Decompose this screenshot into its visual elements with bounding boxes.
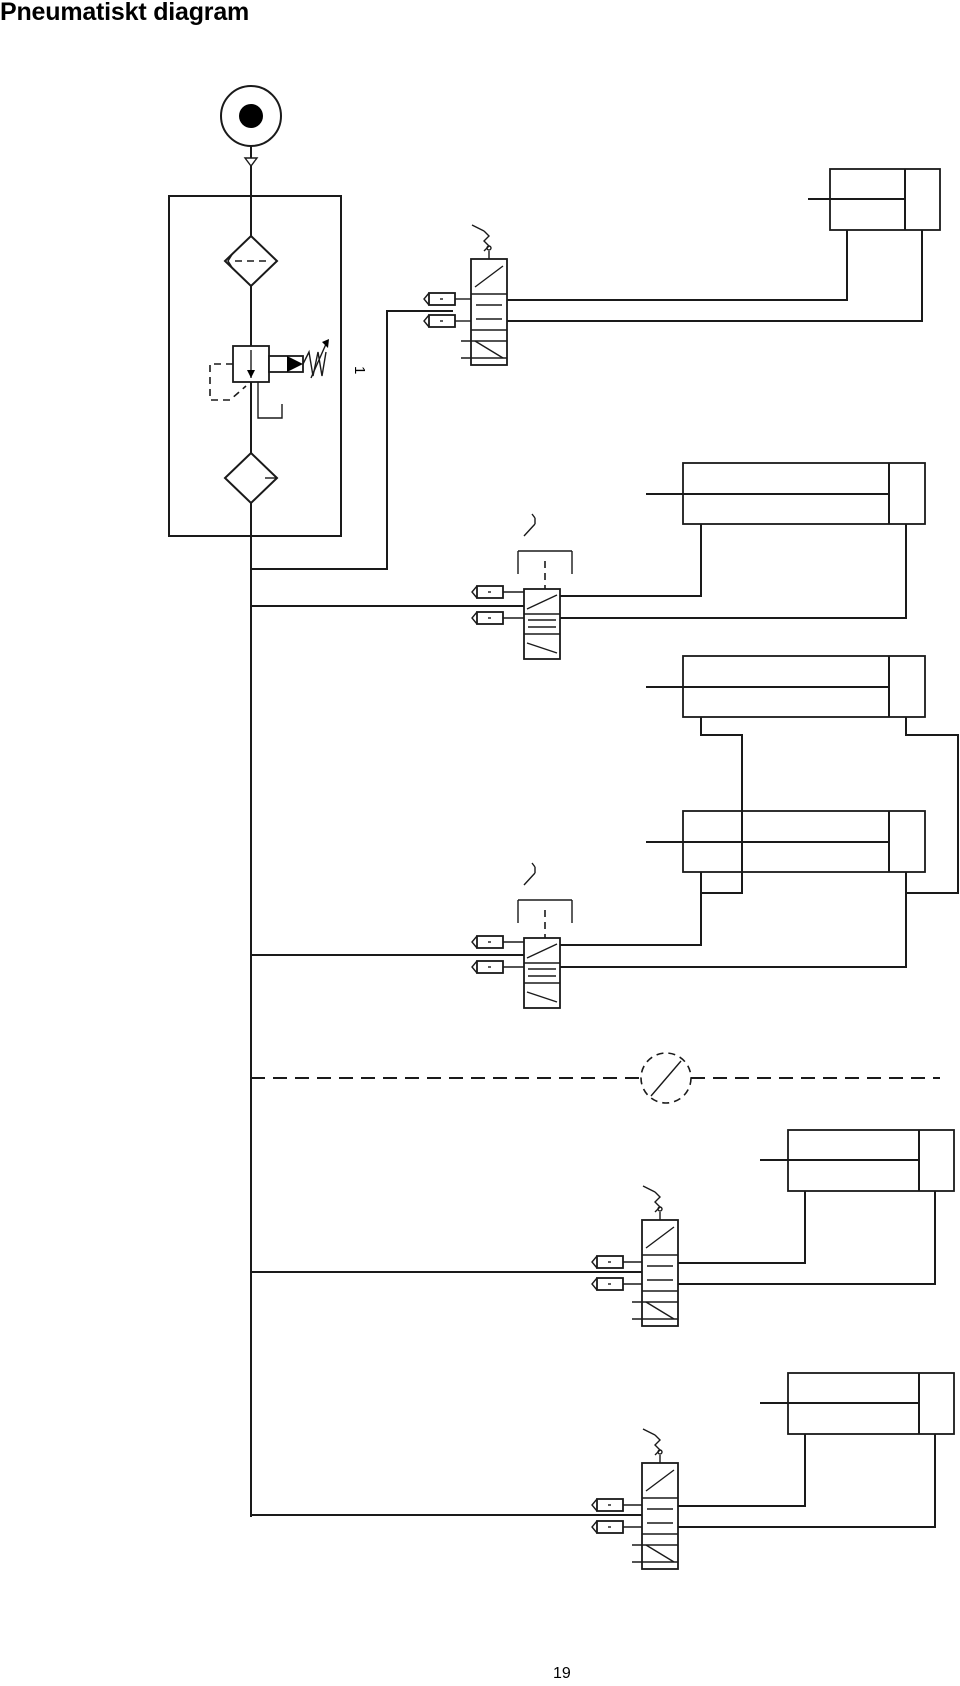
cylinder-5 [760, 1129, 955, 1192]
valve-4 [591, 1185, 936, 1327]
cylinder-6 [760, 1372, 955, 1435]
valve-5 [591, 1428, 936, 1570]
cylinder-1 [808, 168, 941, 231]
frl-unit: 1 [168, 166, 368, 537]
branch-line-1 [251, 310, 453, 570]
cylinder-3 [646, 655, 926, 718]
air-source-icon [220, 85, 282, 168]
valve-2 [471, 513, 907, 660]
valve-3 [471, 862, 907, 1009]
page-number: 19 [553, 1665, 571, 1682]
valve-1 [423, 224, 923, 366]
cylinder-2 [646, 462, 926, 525]
unit-label: 1 [351, 366, 368, 374]
separator-line [251, 1052, 940, 1104]
cylinder-4 [646, 810, 926, 873]
pressure-regulator-icon [209, 339, 329, 419]
page-title: Pneumatiskt diagram [0, 0, 250, 26]
